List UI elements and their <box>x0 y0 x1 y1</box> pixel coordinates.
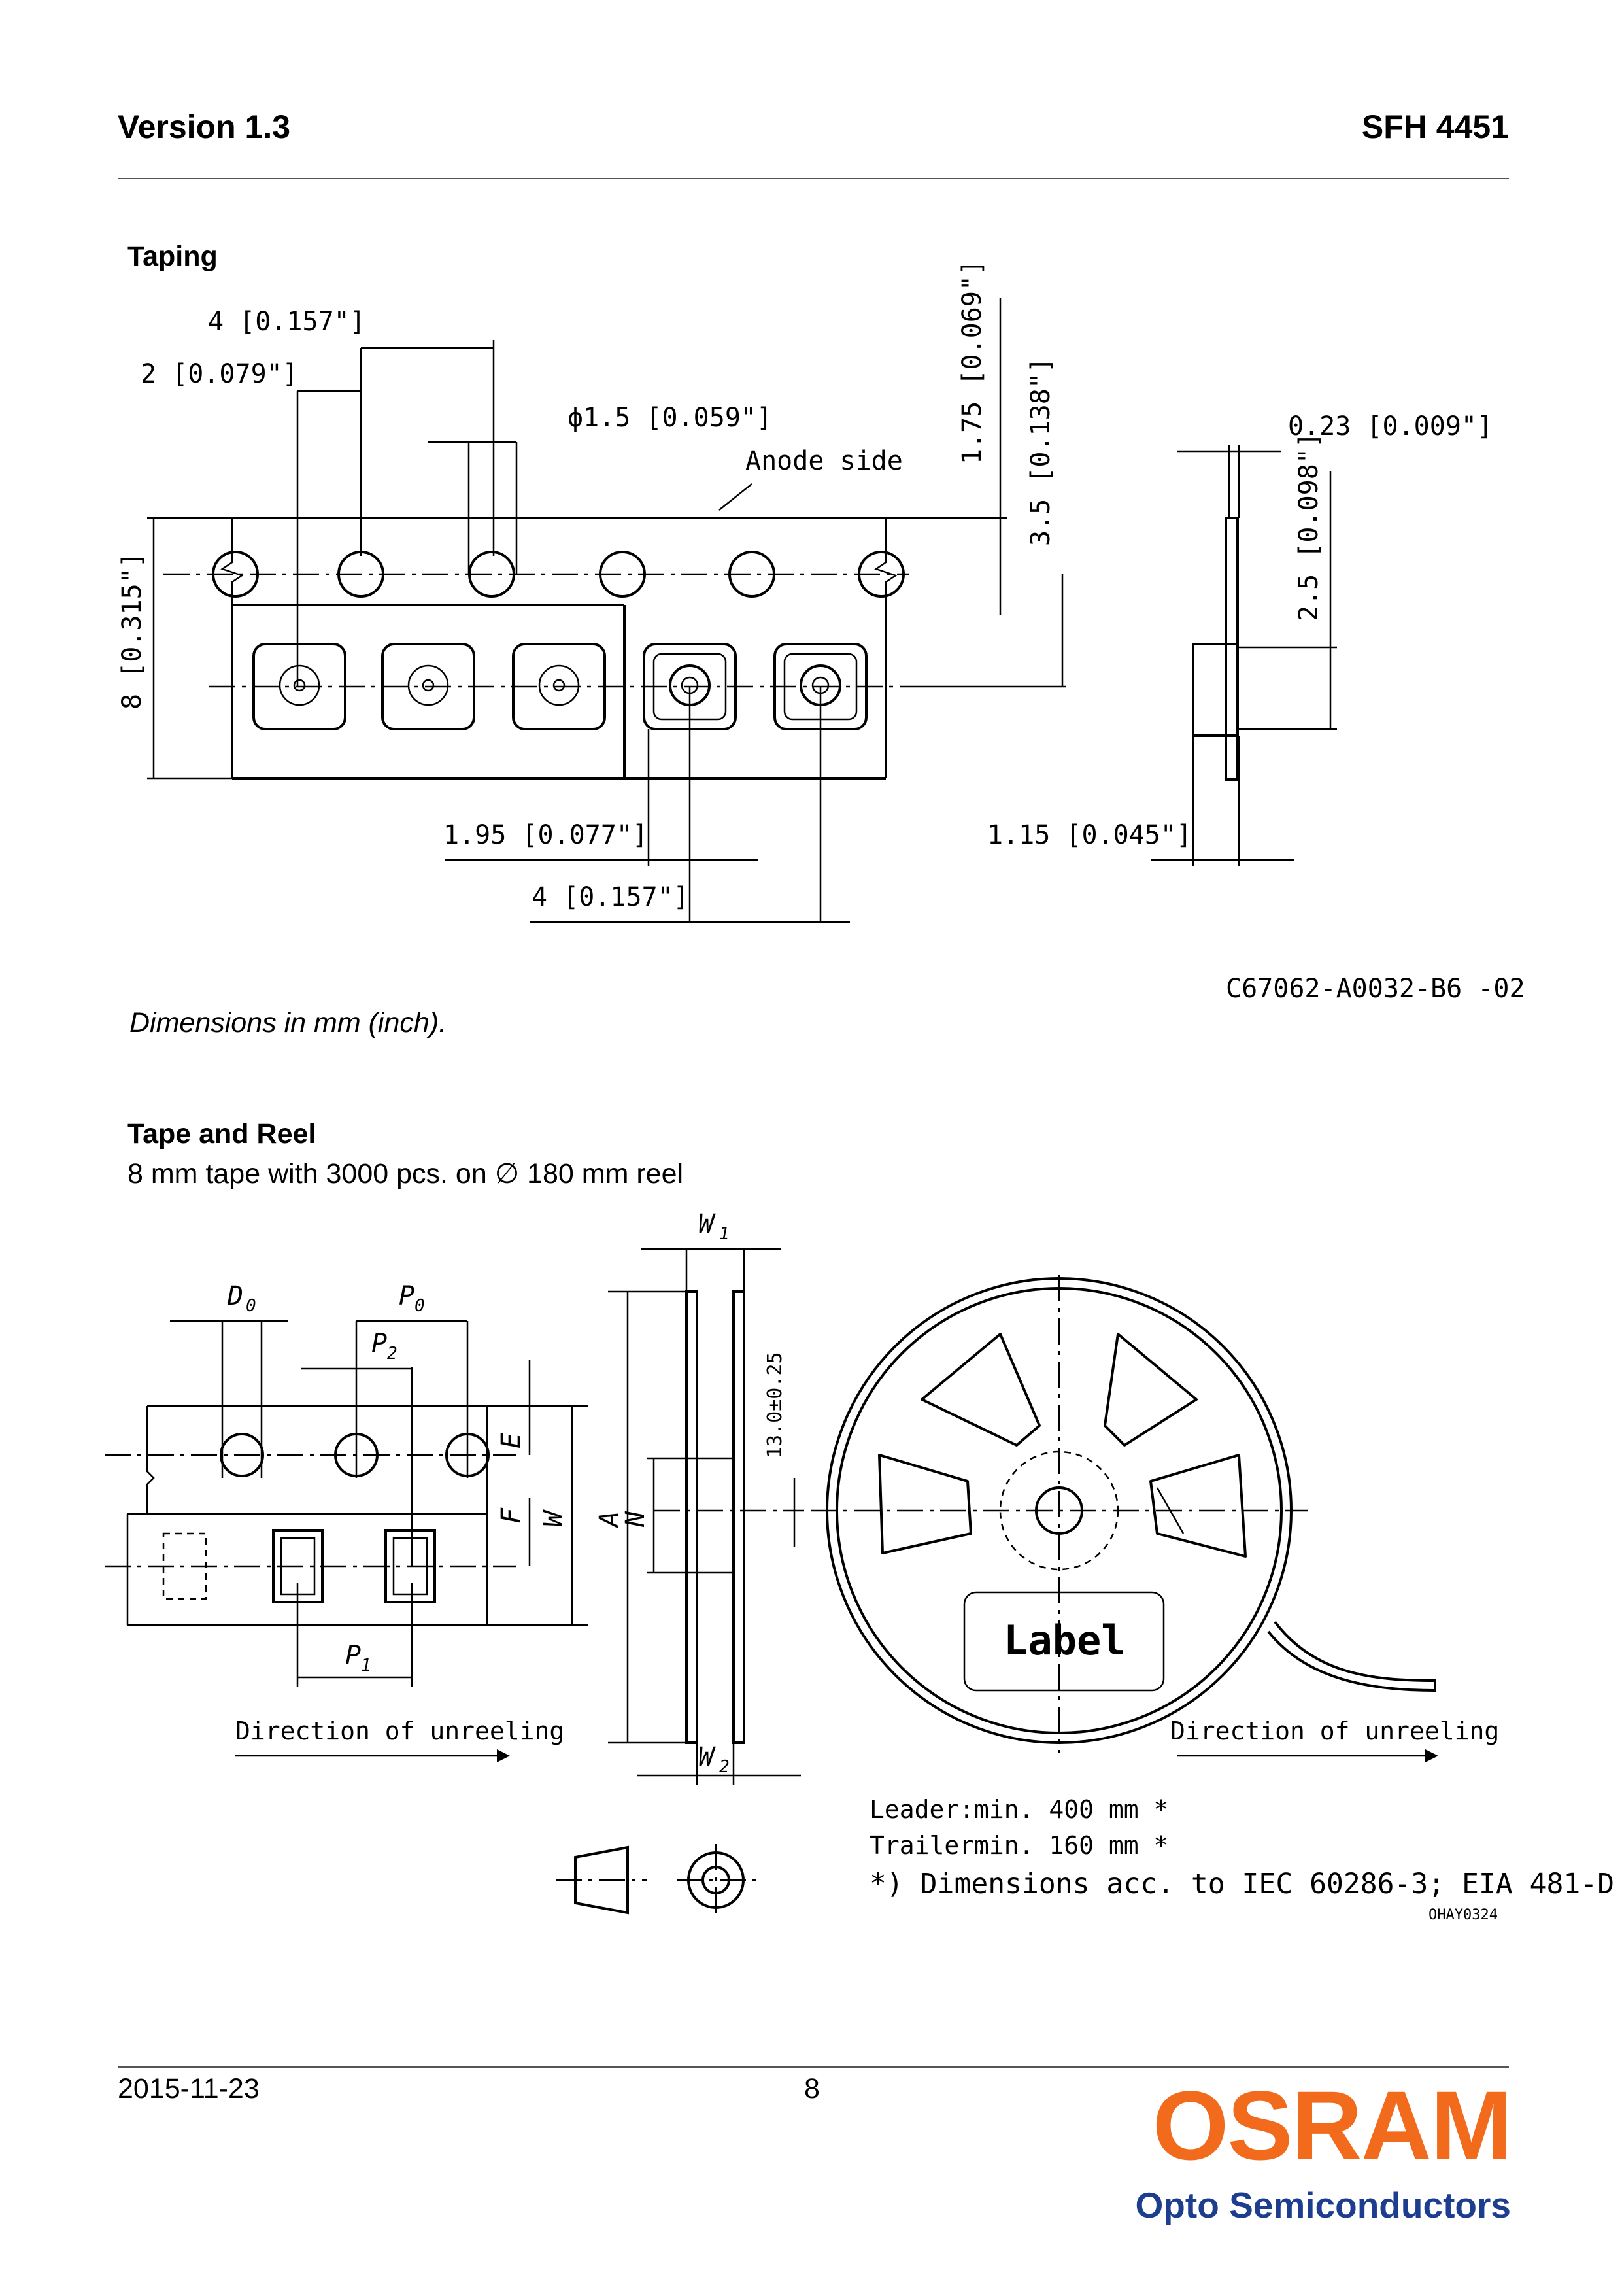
footer-rule <box>118 2066 1509 2068</box>
reel-side-view <box>608 1248 804 1785</box>
label-A: A <box>594 1511 624 1529</box>
taping-drawing-id: C67062-A0032-B6 -02 <box>1226 974 1525 1004</box>
label-W: W <box>539 1509 569 1527</box>
label-P2-sub: 2 <box>387 1344 397 1363</box>
label-P2: P <box>371 1329 387 1359</box>
dim-pitch-4: 4 [0.157"] <box>208 307 365 337</box>
dim-1-15: 1.15 [0.045"] <box>987 820 1192 850</box>
dim-2: 2 [0.079"] <box>141 359 298 389</box>
taping-title: Taping <box>127 241 218 272</box>
dim-8: 8 [0.315"] <box>117 552 147 710</box>
dim-0-23: 0.23 [0.009"] <box>1288 411 1493 441</box>
reel-label: Label <box>1004 1617 1126 1664</box>
label-W1-sub: 1 <box>719 1224 730 1244</box>
label-E: E <box>496 1433 526 1448</box>
label-anode-side: Anode side <box>745 446 903 476</box>
reel-drawing-id: OHAY0324 <box>1428 1907 1498 1923</box>
footer-date: 2015-11-23 <box>118 2073 260 2104</box>
logo-subtitle: Opto Semiconductors <box>1135 2185 1512 2225</box>
leader-value: min. 400 mm * <box>974 1795 1168 1824</box>
label-W2-sub: 2 <box>719 1757 730 1777</box>
sprocket-holes <box>212 551 905 598</box>
direction-right: Direction of unreeling <box>1170 1717 1499 1745</box>
label-P1: P <box>345 1641 361 1671</box>
dim-1-75: 1.75 [0.069"] <box>957 260 987 464</box>
trailer-value: min. 160 mm * <box>974 1831 1168 1860</box>
version-label: Version 1.3 <box>118 109 291 145</box>
label-W1: W <box>698 1209 716 1239</box>
dim-2-5: 2.5 [0.098"] <box>1294 432 1324 621</box>
label-D0: D <box>227 1281 243 1311</box>
alignment-symbol <box>556 1844 758 1916</box>
tape-reel-subtitle: 8 mm tape with 3000 pcs. on ∅ 180 mm ree… <box>127 1158 684 1190</box>
page-number: 8 <box>804 2073 820 2104</box>
label-N: N <box>620 1511 650 1528</box>
part-number: SFH 4451 <box>1361 109 1509 145</box>
dim-3-5: 3.5 [0.138"] <box>1026 357 1056 546</box>
taping-dimensions <box>147 298 1066 923</box>
leader-label: Leader: <box>870 1795 974 1824</box>
direction-left: Direction of unreeling <box>235 1717 564 1745</box>
tape-body <box>163 517 909 780</box>
dimensions-note: Dimensions in mm (inch). <box>129 1007 447 1038</box>
trailer-label: Trailer: <box>870 1831 989 1860</box>
header-rule <box>118 178 1509 179</box>
tape-top-view <box>105 1320 588 1762</box>
label-P0: P <box>399 1281 414 1311</box>
label-P1-sub: 1 <box>361 1656 371 1675</box>
dim-hole-dia: ϕ1.5 [0.059"] <box>567 403 772 433</box>
dim-pitch-4b: 4 [0.157"] <box>532 882 689 912</box>
iec-footnote: *) Dimensions acc. to IEC 60286-3; EIA 4… <box>870 1868 1614 1900</box>
label-D0-sub: 0 <box>246 1296 256 1316</box>
label-W2: W <box>698 1742 716 1772</box>
label-F: F <box>496 1507 526 1524</box>
tape-reel-title: Tape and Reel <box>127 1118 316 1150</box>
tape-side-view <box>1151 445 1337 866</box>
reel-front-view <box>811 1275 1438 1762</box>
label-P0-sub: 0 <box>414 1296 425 1316</box>
dim-1-95: 1.95 [0.077"] <box>443 820 648 850</box>
osram-logo: OSRAM <box>1152 2070 1512 2180</box>
hub-dim: 13.0±0.25 <box>764 1352 786 1458</box>
